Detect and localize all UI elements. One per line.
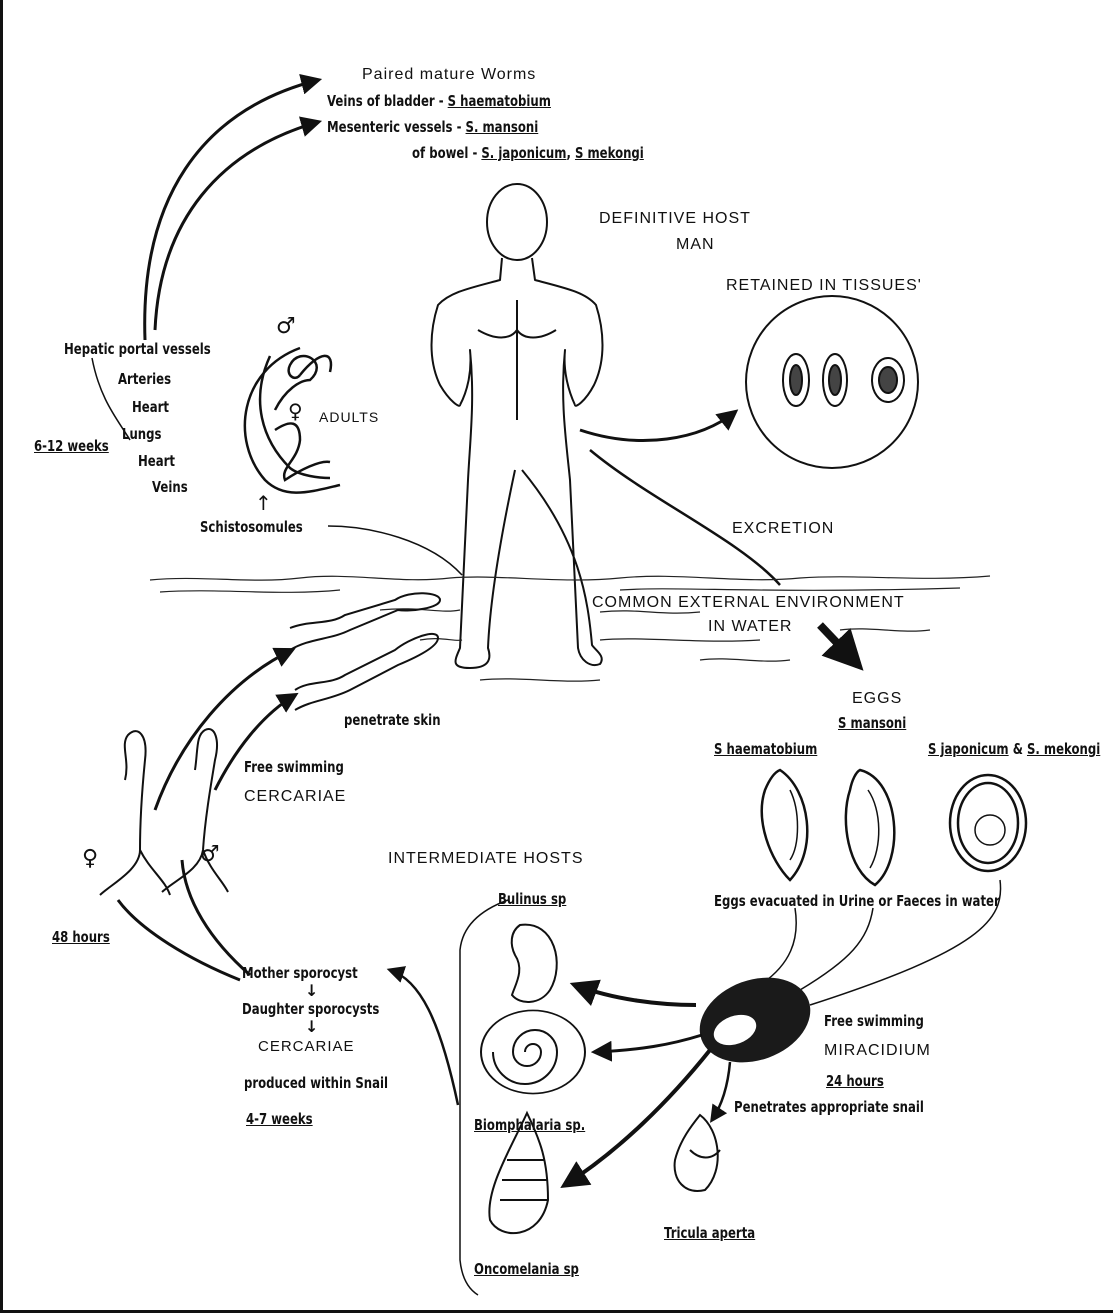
miracidium-drawing: [688, 963, 822, 1077]
bulinus-label: Bulinus sp: [498, 890, 566, 908]
cercariae-duration: 48 hours: [52, 928, 110, 946]
arrow-to-tissues: [580, 412, 735, 440]
worms-mesenteric-prefix: Mesenteric vessels -: [327, 118, 466, 136]
worms-bowel-species1: S. japonicum: [481, 144, 566, 162]
cercariae-free-drawing: [100, 729, 228, 895]
schistosomules-connector: [328, 526, 462, 575]
daughter-sporocysts-label: Daughter sporocysts: [242, 1000, 379, 1018]
arrow-to-eggs: [820, 625, 858, 665]
eggs-evacuated-label: Eggs evacuated in Urine or Faeces in wat…: [714, 892, 1000, 910]
definitive-host-label: DEFINITIVE HOST: [599, 210, 751, 228]
retained-in-tissues-label: RETAINED IN TISSUES': [726, 277, 922, 295]
adult-female-symbol: ♀: [288, 402, 303, 420]
environment-label-1: COMMON EXTERNAL ENVIRONMENT: [592, 594, 905, 612]
snail-stage-duration: 4-7 weeks: [246, 1110, 313, 1128]
worms-bowel-prefix: of bowel -: [412, 144, 481, 162]
mother-sporocyst-label: Mother sporocyst: [242, 964, 358, 982]
penetrate-skin-label: penetrate skin: [344, 711, 441, 729]
arrows-to-veins: [145, 80, 318, 340]
egg-label-japonicum-mekongi: S japonicum & S. mekongi: [928, 740, 1100, 758]
worms-mesenteric-species: S. mansoni: [466, 118, 539, 136]
eggs-title: EGGS: [852, 690, 902, 708]
worms-bowel-sep: ,: [566, 144, 575, 162]
intermediate-hosts-bracket: [460, 900, 508, 1295]
snail-cercariae-label: CERCARIAE: [258, 1038, 355, 1056]
biomphalaria-label: Biomphalaria sp.: [474, 1116, 585, 1134]
worms-bladder-species: S haematobium: [448, 92, 551, 110]
worms-mesenteric-line: Mesenteric vessels - S. mansoni: [327, 118, 538, 136]
produced-within-snail-label: produced within Snail: [244, 1074, 388, 1092]
adult-male-symbol: ♂: [276, 318, 296, 336]
egg-label-japonicum: S japonicum: [928, 740, 1009, 758]
intermediate-hosts-title: INTERMEDIATE HOSTS: [388, 850, 584, 868]
sporocyst-arrow-2: ↓: [305, 1018, 318, 1036]
miracidium-label: MIRACIDIUM: [824, 1042, 931, 1060]
egg-label-mansoni: S mansoni: [838, 714, 906, 732]
veins-label: Veins: [152, 478, 188, 496]
oncomelania-label: Oncomelania sp: [474, 1260, 579, 1278]
egg-label-amp: &: [1009, 740, 1027, 758]
egg-label-mekongi: S. mekongi: [1027, 740, 1100, 758]
water-surface-drawing: [150, 576, 990, 681]
environment-label-2: IN WATER: [708, 618, 792, 636]
heart-label-1: Heart: [132, 398, 169, 416]
cercariae-male-symbol: ♂: [200, 846, 220, 864]
worms-bowel-species2: S mekongi: [575, 144, 644, 162]
human-figure-drawing: [432, 184, 603, 668]
snail-stage-arrows: [390, 970, 458, 1105]
excretion-label: EXCRETION: [732, 520, 834, 538]
tissue-circle-drawing: [746, 296, 918, 468]
schistosomules-label: Schistosomules: [200, 518, 303, 536]
cercariae-female-symbol: ♀: [82, 850, 98, 868]
arrow-excretion: [590, 450, 780, 585]
heart-label-2: Heart: [138, 452, 175, 470]
worms-bladder-prefix: Veins of bladder -: [327, 92, 448, 110]
hepatic-portal-label: Hepatic portal vessels: [64, 340, 211, 358]
man-label: MAN: [676, 236, 715, 254]
miracidium-duration: 24 hours: [826, 1072, 884, 1090]
worms-title: Paired mature Worms: [362, 66, 536, 84]
worms-bowel-line: of bowel - S. japonicum, S mekongi: [412, 144, 644, 162]
cercariae-penetrating-drawing: [290, 593, 440, 710]
schistosomules-arrow: ↑: [255, 494, 272, 512]
miracidium-free-swimming: Free swimming: [824, 1012, 924, 1030]
tricula-label: Tricula aperta: [664, 1224, 755, 1242]
worms-bladder-line: Veins of bladder - S haematobium: [327, 92, 551, 110]
cercariae-label: CERCARIAE: [244, 788, 346, 806]
egg-species-drawing: [762, 770, 1026, 885]
arteries-label: Arteries: [118, 370, 171, 388]
egg-label-haematobium: S haematobium: [714, 740, 817, 758]
penetrates-snail-label: Penetrates appropriate snail: [734, 1098, 924, 1116]
migration-duration: 6-12 weeks: [34, 437, 109, 455]
cercariae-free-swimming: Free swimming: [244, 758, 344, 776]
lungs-label: Lungs: [122, 425, 161, 443]
sporocyst-arrow-1: ↓: [305, 982, 318, 1000]
adults-label: ADULTS: [319, 408, 379, 426]
